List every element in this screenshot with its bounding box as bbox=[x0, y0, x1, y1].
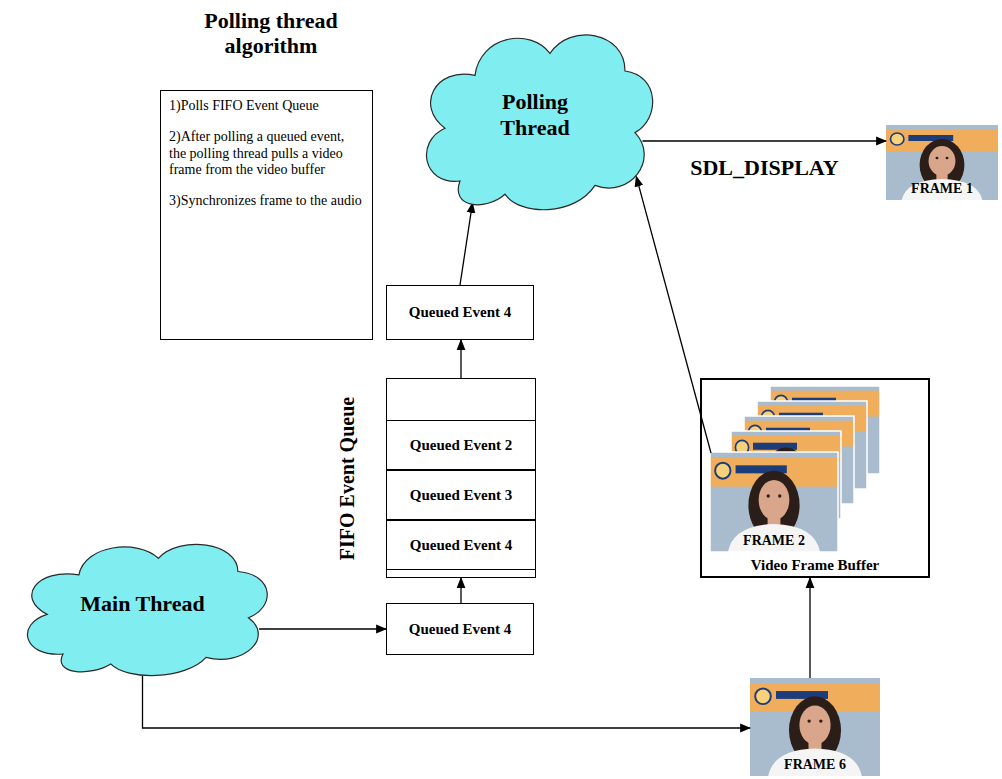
frame-number: FRAME 1 bbox=[911, 181, 973, 197]
event-box: Queued Event 4 bbox=[386, 603, 534, 655]
algorithm-step: 1)Polls FIFO Event Queue bbox=[169, 98, 319, 115]
edge-label: SDL_DISPLAY bbox=[688, 155, 840, 181]
thread-cloud: Polling Thread bbox=[410, 5, 660, 225]
connector-arrow bbox=[143, 676, 751, 729]
video-frame: FRAME 2 bbox=[710, 452, 838, 552]
algorithm-box: 1)Polls FIFO Event Queue 2)After polling … bbox=[160, 90, 373, 340]
connector-arrow bbox=[460, 203, 473, 285]
connector-arrow bbox=[460, 578, 461, 603]
queue-name: FIFO Event Queue bbox=[336, 396, 359, 559]
video-frame-stack bbox=[710, 386, 880, 552]
event-name: Queued Event 4 bbox=[410, 537, 513, 554]
event-name: Queued Event 2 bbox=[410, 437, 513, 454]
event-name: Queued Event 3 bbox=[410, 487, 513, 504]
event-name: Queued Event 4 bbox=[409, 304, 512, 321]
video-frame: FRAME 1 bbox=[886, 125, 998, 200]
algorithm-step: 2)After polling a queued event, the poll… bbox=[169, 129, 364, 179]
frame-number: FRAME 2 bbox=[743, 533, 805, 549]
frame-picture bbox=[886, 125, 998, 200]
connector-arrow bbox=[643, 140, 887, 141]
event-box: Queued Event 2 bbox=[386, 420, 536, 470]
thread-name: Polling Thread bbox=[470, 89, 600, 142]
thread-name: Main Thread bbox=[80, 591, 205, 617]
event-box: Queued Event 3 bbox=[386, 470, 536, 520]
connector-arrow bbox=[460, 340, 461, 378]
event-box: Queued Event 4 bbox=[386, 285, 534, 340]
event-box: Queued Event 4 bbox=[386, 520, 536, 570]
thread-cloud: Main Thread bbox=[10, 522, 275, 687]
frame-number: FRAME 6 bbox=[784, 757, 846, 773]
connector-arrow bbox=[809, 578, 810, 678]
fifo-queue: FIFO Event QueueQueued Event 2Queued Eve… bbox=[386, 378, 536, 578]
algorithm-step: 3)Synchronizes frame to the audio bbox=[169, 193, 362, 210]
frame-buffer-box: Video Frame Buffer FRAME 2 bbox=[700, 378, 930, 578]
video-frame: FRAME 6 bbox=[750, 678, 880, 776]
diagram-title: Polling thread algorithm bbox=[178, 8, 364, 59]
event-name: Queued Event 4 bbox=[409, 621, 512, 638]
connector-arrow bbox=[259, 628, 386, 629]
frame-picture bbox=[750, 678, 880, 776]
buffer-name: Video Frame Buffer bbox=[751, 557, 880, 574]
